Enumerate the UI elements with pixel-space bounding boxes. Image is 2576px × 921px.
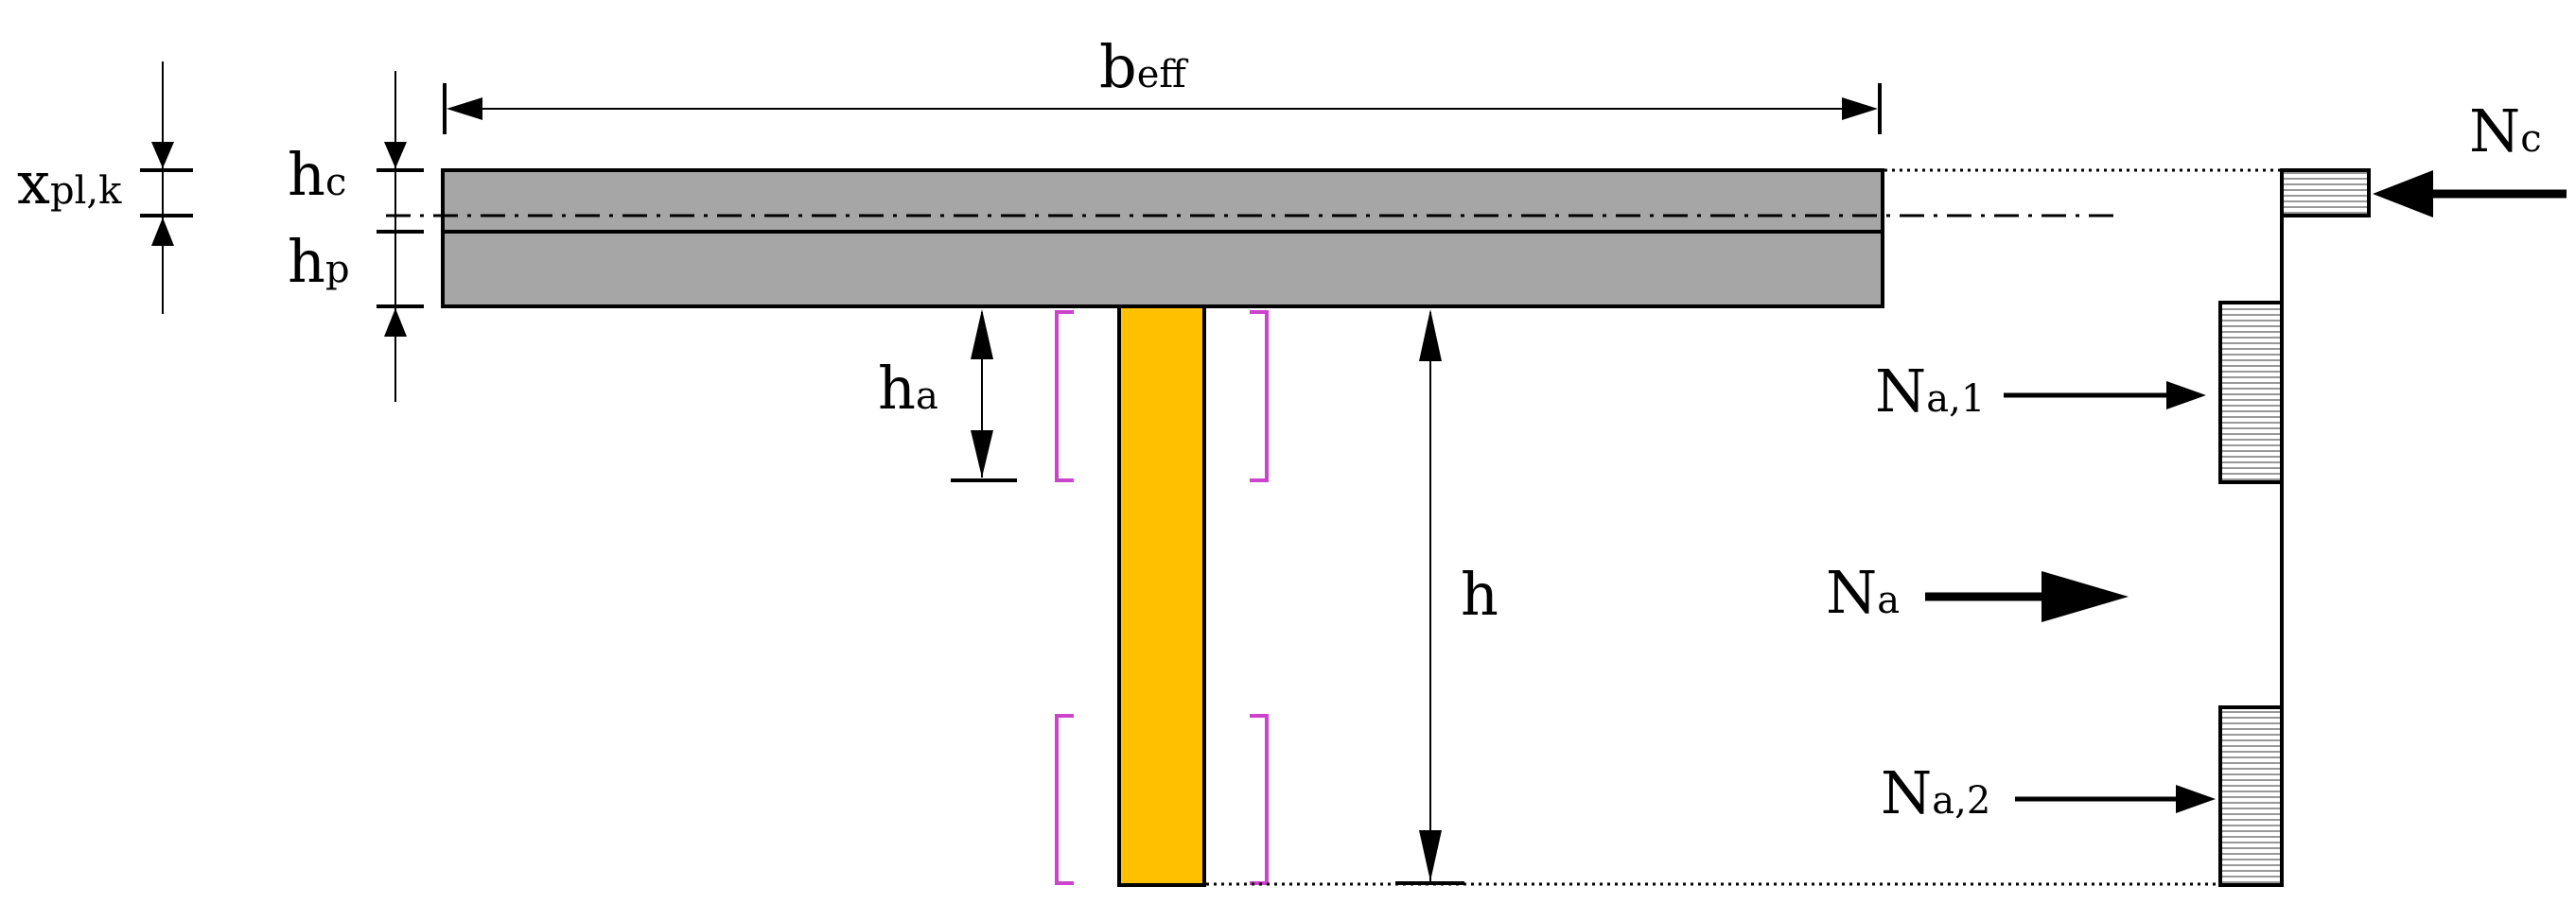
hc-label: hc [288, 140, 346, 209]
shear-connectors [1055, 310, 1269, 885]
stud-lower-right [1250, 714, 1269, 885]
hc-hp-dimension [377, 71, 424, 402]
h-dimension [1395, 309, 1464, 885]
beff-label: beff [1099, 32, 1188, 101]
na1-arrow [2004, 381, 2206, 409]
stress-block-na1 [2218, 301, 2284, 484]
xplk-dimension [140, 61, 193, 314]
na1-label: Na,1 [1875, 356, 1985, 426]
na2-arrow [2015, 785, 2216, 813]
stud-upper-right [1250, 310, 1269, 482]
xplk-label: xpl,k [17, 148, 122, 217]
stud-lower-left [1055, 714, 1074, 885]
concrete-slab [441, 168, 1884, 308]
nc-arrow [2373, 170, 2567, 217]
na2-label: Na,2 [1881, 758, 1990, 827]
ha-dimension [951, 309, 1017, 482]
h-label: h [1461, 560, 1498, 629]
stress-block-nc [2280, 168, 2371, 217]
ha-label: ha [878, 354, 938, 423]
beff-dimension [443, 83, 1882, 134]
hp-label: hp [288, 227, 350, 296]
steel-web [1117, 304, 1206, 887]
na-label: Na [1826, 558, 1900, 627]
nc-label: Nc [2469, 96, 2542, 165]
na-arrow [1925, 571, 2129, 622]
stud-upper-left [1055, 310, 1074, 482]
stress-block-na2 [2218, 705, 2284, 887]
